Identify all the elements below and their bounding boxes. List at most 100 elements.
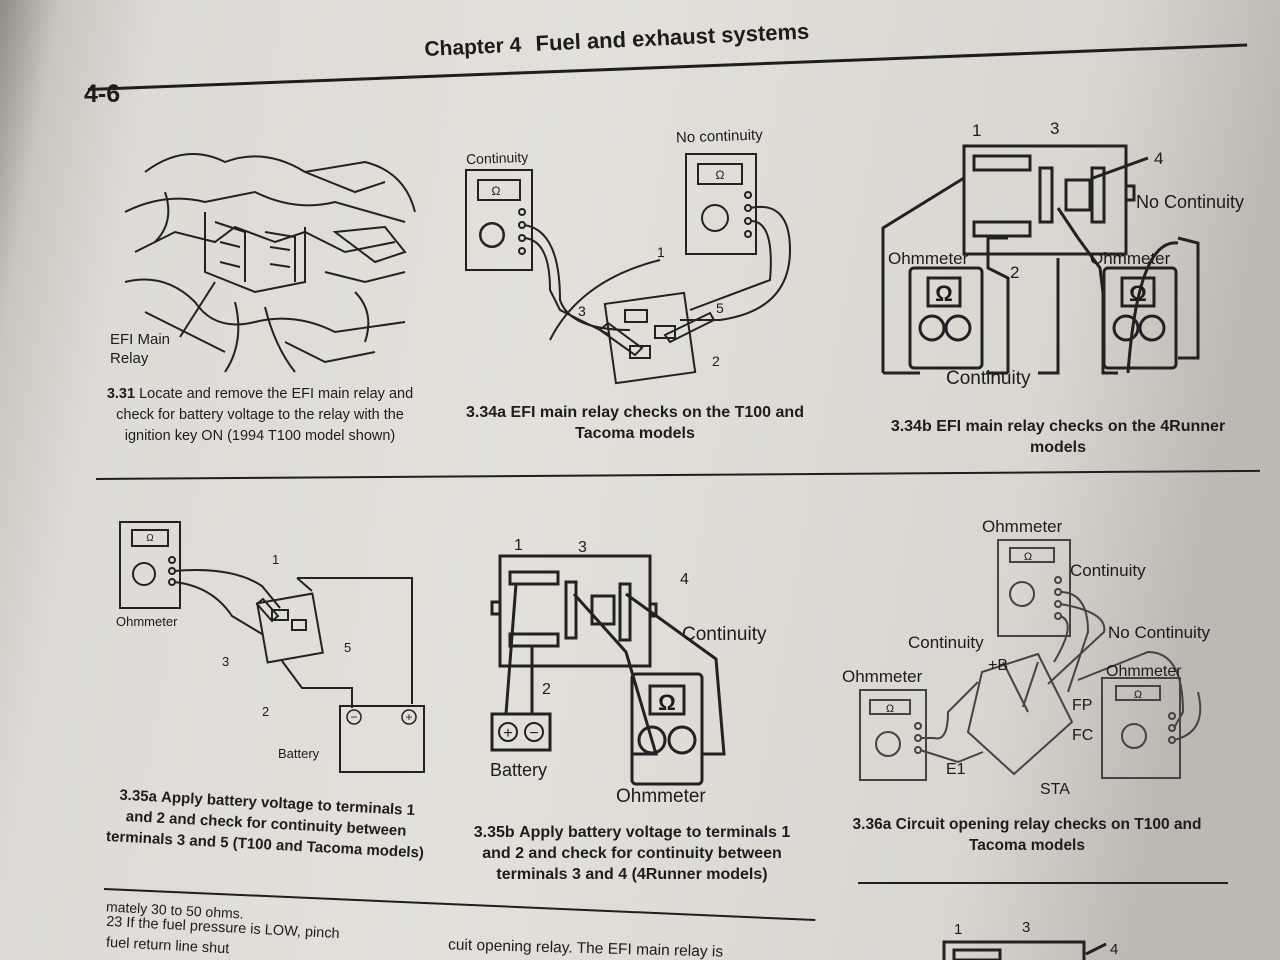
terminal-1-label: 1 xyxy=(972,121,981,140)
caption-3-36a-number: 3.36a xyxy=(852,816,892,833)
terminal-sta-label: STA xyxy=(1040,781,1070,798)
page-number: 4-6 xyxy=(84,80,121,108)
ohmmeter-left xyxy=(908,266,984,370)
continuity-top-label: Continuity xyxy=(1070,561,1146,580)
terminal-5-label: 5 xyxy=(716,300,724,316)
figure-3-34a-illustration: Ω Ω 1 3 5 2 xyxy=(465,153,792,385)
efi-main-relay xyxy=(256,592,324,664)
continuity-left-label: Continuity xyxy=(908,633,984,652)
terminal-plus-b-label: +B xyxy=(988,657,1008,674)
terminal-3-label: 3 xyxy=(1022,919,1030,936)
chapter-heading: Chapter 4 Fuel and exhaust systems xyxy=(424,19,810,62)
ohm-symbol: Ω xyxy=(146,533,154,544)
terminal-1-label: 1 xyxy=(657,244,665,260)
terminal-5-label: 5 xyxy=(344,640,351,655)
ohm-symbol: Ω xyxy=(935,281,953,306)
terminal-1-label: 1 xyxy=(514,537,523,554)
figure-3-36a-illustration: Ω Ω Ω Ohmmeter Continuity Continuity No … xyxy=(842,517,1211,798)
figure-3-34b-illustration: Ω Ω 1 3 4 2 No Continuity Ohmmeter Ohmme… xyxy=(881,119,1244,389)
battery xyxy=(339,705,425,773)
caption-3-31-text: Locate and remove the EFI main relay and… xyxy=(116,386,414,444)
terminal-4-label: 4 xyxy=(1154,149,1163,168)
terminal-3-label: 3 xyxy=(1050,119,1059,138)
terminal-2-label: 2 xyxy=(542,681,551,698)
ohmmeter-right xyxy=(1102,266,1178,370)
continuity-label: Continuity xyxy=(946,368,1031,389)
battery xyxy=(490,712,552,752)
ohmmeter-right xyxy=(1101,677,1181,779)
terminal-4-label: 4 xyxy=(680,571,689,588)
ohmmeter-right-label: Ohmmeter xyxy=(1106,663,1182,680)
continuity-meter-body xyxy=(465,169,533,271)
ohmmeter xyxy=(119,521,181,609)
battery-label: Battery xyxy=(490,760,547,780)
no-continuity-label: No continuity xyxy=(675,126,763,147)
caption-3-31: 3.31 Locate and remove the EFI main rela… xyxy=(100,384,420,447)
caption-divider-right xyxy=(858,882,1228,884)
terminal-3-label: 3 xyxy=(578,539,587,556)
ohmmeter-top xyxy=(997,539,1071,637)
ohmmeter xyxy=(630,672,704,786)
continuity-label: Continuity xyxy=(465,148,529,168)
caption-3-31-number: 3.31 xyxy=(106,386,136,402)
ohm-symbol: Ω xyxy=(492,184,501,198)
ohm-symbol: Ω xyxy=(716,168,725,182)
no-continuity-meter-body xyxy=(685,153,757,255)
terminal-fp-label: FP xyxy=(1072,697,1092,714)
caption-3-34a-number: 3.34a xyxy=(466,404,507,421)
efi-main-relay-label: EFI Main Relay xyxy=(110,331,171,367)
terminal-1-label: 1 xyxy=(954,921,962,938)
caption-3-34b: 3.34b EFI main relay checks on the 4Runn… xyxy=(888,416,1228,458)
efi-main-relay xyxy=(603,291,697,385)
positive-terminal-icon: + xyxy=(503,725,512,742)
caption-3-34a-text: EFI main relay checks on the T100 and Ta… xyxy=(510,404,804,442)
ohmmeter-label: Ohmmeter xyxy=(616,786,706,807)
ohm-symbol: Ω xyxy=(1129,281,1147,306)
body-text-line-3: fuel return line shut xyxy=(105,934,230,958)
ohmmeter-left xyxy=(859,689,927,781)
caption-3-36a-text: Circuit opening relay checks on T100 and… xyxy=(895,816,1202,854)
terminal-3-label: 3 xyxy=(578,303,586,319)
next-figure-partial: 1 3 4 xyxy=(942,919,1118,960)
ohm-symbol: Ω xyxy=(886,703,894,715)
ohm-symbol: Ω xyxy=(1134,689,1142,701)
negative-terminal-icon: − xyxy=(350,710,357,724)
positive-terminal-icon: + xyxy=(405,710,412,724)
body-text-column-2: cuit opening relay. The EFI main relay i… xyxy=(447,936,724,960)
terminal-2-label: 2 xyxy=(262,704,269,719)
caption-3-34b-text: EFI main relay checks on the 4Runner mod… xyxy=(936,418,1226,456)
caption-3-35b: 3.35b Apply battery voltage to terminals… xyxy=(462,822,802,885)
circuit-opening-relay xyxy=(966,652,1074,776)
ohm-symbol: Ω xyxy=(658,690,676,715)
no-continuity-label: No Continuity xyxy=(1108,623,1211,642)
ohm-symbol: Ω xyxy=(1024,551,1032,563)
chapter-title: Fuel and exhaust systems xyxy=(535,18,810,56)
section-divider xyxy=(95,469,1260,480)
caption-3-35b-text: Apply battery voltage to terminals 1 and… xyxy=(482,824,791,883)
terminal-1-label: 1 xyxy=(272,552,279,567)
negative-terminal-icon: − xyxy=(529,725,538,742)
ohmmeter-left-label: Ohmmeter xyxy=(842,667,923,686)
terminal-e1-label: E1 xyxy=(946,761,966,778)
terminal-4-label: 4 xyxy=(1110,941,1118,958)
figure-3-35a-illustration: − + Ω 1 3 5 2 Battery xyxy=(119,521,425,773)
no-continuity-label: No Continuity xyxy=(1136,192,1244,212)
caption-3-34a: 3.34a EFI main relay checks on the T100 … xyxy=(460,402,810,444)
ohmmeter-top-label: Ohmmeter xyxy=(982,517,1063,536)
ohmmeter-right-label: Ohmmeter xyxy=(1090,249,1171,268)
ohmmeter-left-label: Ohmmeter xyxy=(888,249,969,268)
terminal-fc-label: FC xyxy=(1072,727,1093,744)
battery-label: Battery xyxy=(278,746,320,761)
chapter-label: Chapter 4 xyxy=(423,33,522,62)
figure-3-35b-illustration: + − Ω 1 3 4 2 Continuity Battery Ohmmete… xyxy=(490,537,767,807)
caption-3-35a: 3.35a Apply battery voltage to terminals… xyxy=(105,784,428,864)
caption-3-35b-number: 3.35b xyxy=(473,824,515,841)
terminal-2-label: 2 xyxy=(1010,263,1019,282)
continuity-label: Continuity xyxy=(682,624,767,645)
terminal-3-label: 3 xyxy=(222,654,229,669)
ohmmeter-label: Ohmmeter xyxy=(116,614,178,629)
caption-3-35a-number: 3.35a xyxy=(119,786,158,806)
caption-3-36a: 3.36a Circuit opening relay checks on T1… xyxy=(832,814,1222,856)
terminal-2-label: 2 xyxy=(712,353,720,369)
